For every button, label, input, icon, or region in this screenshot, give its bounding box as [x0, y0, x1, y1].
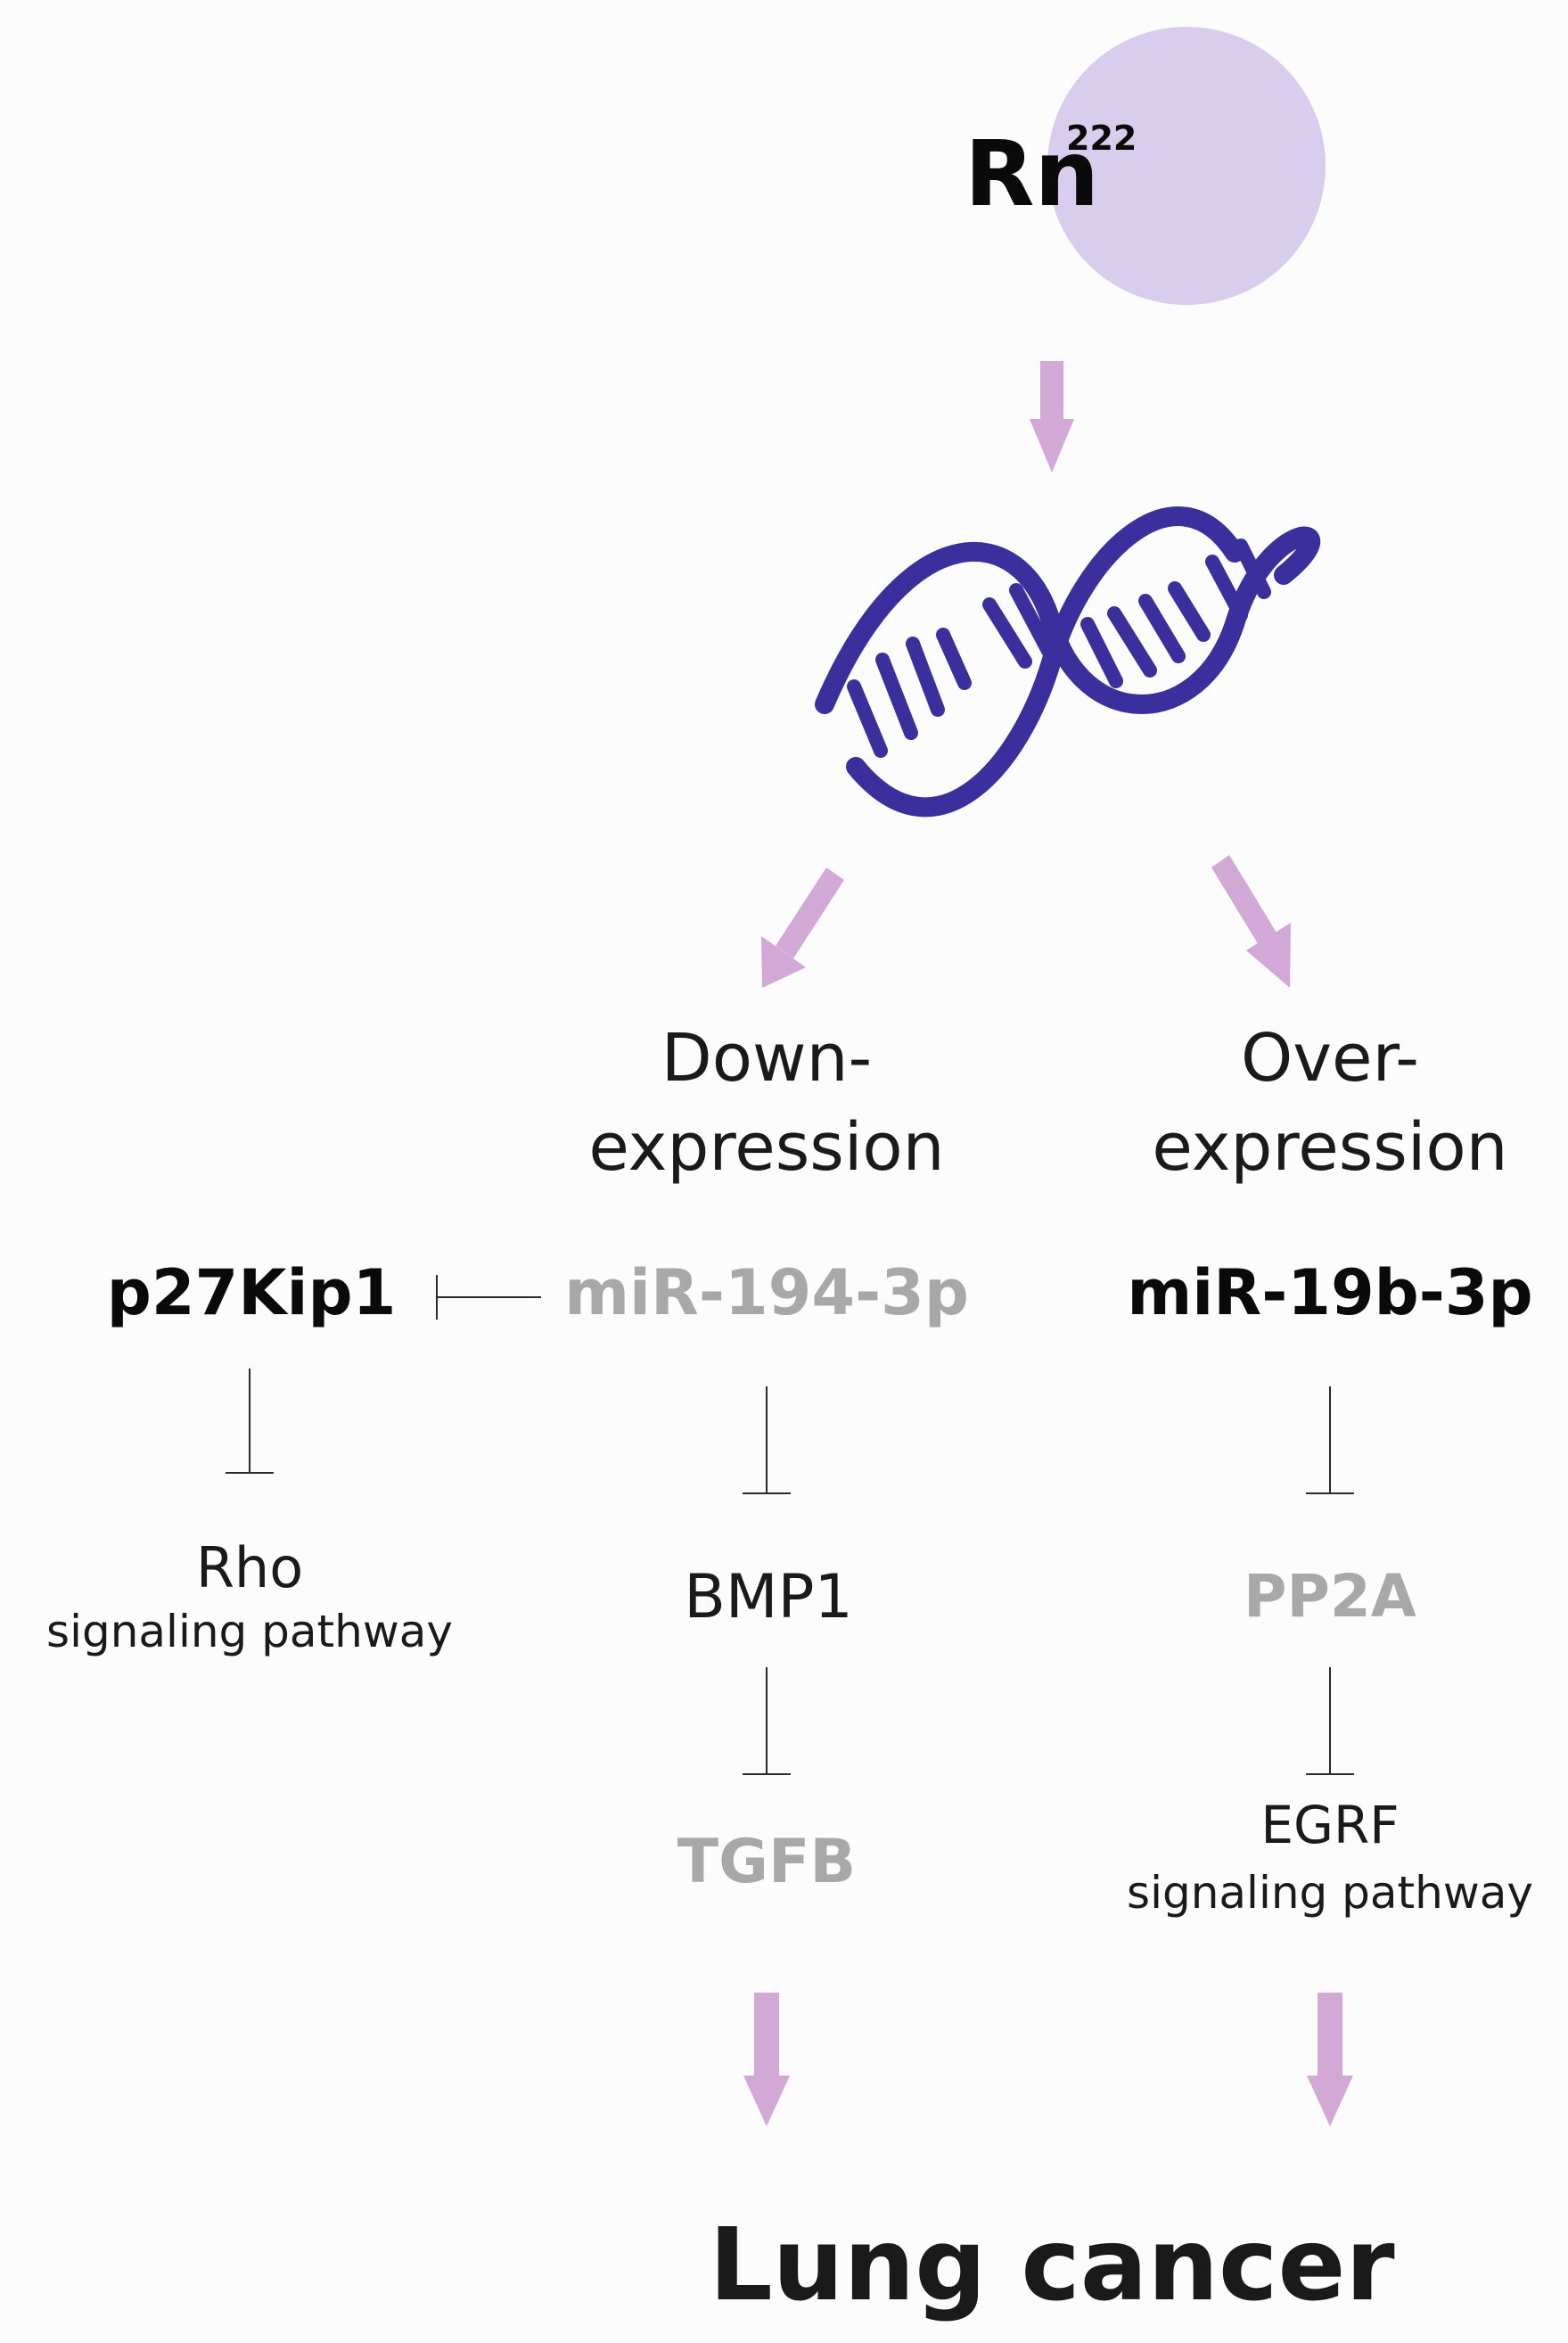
over-expression-line2: expression	[1152, 1109, 1508, 1186]
arrow-dna-to-over	[1211, 855, 1291, 988]
p27kip1-label: p27Kip1	[106, 1256, 397, 1329]
element-mass-number: 222	[1066, 119, 1137, 158]
mir-19b-3p-label: miR-19b-3p	[1127, 1256, 1533, 1329]
mir-194-3p-label: miR-194-3p	[564, 1256, 969, 1329]
tgfb-label: TGFB	[677, 1827, 857, 1897]
inhibit-bmp1-to-tgfb	[743, 1667, 791, 1775]
radon-element-circle	[1047, 27, 1326, 305]
lung-cancer-label: Lung cancer	[709, 2207, 1395, 2323]
pp2a-label: PP2A	[1244, 1562, 1416, 1631]
arrow-dna-to-down	[761, 867, 844, 988]
dna-helix-icon	[815, 506, 1321, 818]
bmp1-label: BMP1	[684, 1562, 853, 1632]
inhibit-mir194-to-p27	[436, 1275, 541, 1319]
arrow-rn-to-dna	[1030, 361, 1074, 473]
inhibit-mir19b-to-pp2a	[1306, 1386, 1354, 1494]
egrf-signaling-pathway-label: signaling pathway	[1127, 1867, 1533, 1919]
arrow-egrf-to-lung-cancer	[1307, 1993, 1353, 2126]
inhibit-mir194-to-bmp1	[743, 1386, 791, 1494]
rho-label: Rho	[195, 1535, 304, 1600]
inhibit-p27-to-rho	[226, 1369, 274, 1474]
rho-signaling-pathway-label: signaling pathway	[46, 1606, 453, 1657]
over-expression-line1: Over-	[1241, 1020, 1419, 1097]
egrf-label: EGRF	[1260, 1795, 1400, 1855]
down-expression-line1: Down-	[661, 1020, 873, 1097]
down-expression-line2: expression	[588, 1109, 945, 1186]
element-symbol: Rn	[965, 121, 1100, 227]
arrow-tgfb-to-lung-cancer	[743, 1993, 790, 2126]
inhibit-pp2a-to-egrf	[1306, 1667, 1354, 1775]
